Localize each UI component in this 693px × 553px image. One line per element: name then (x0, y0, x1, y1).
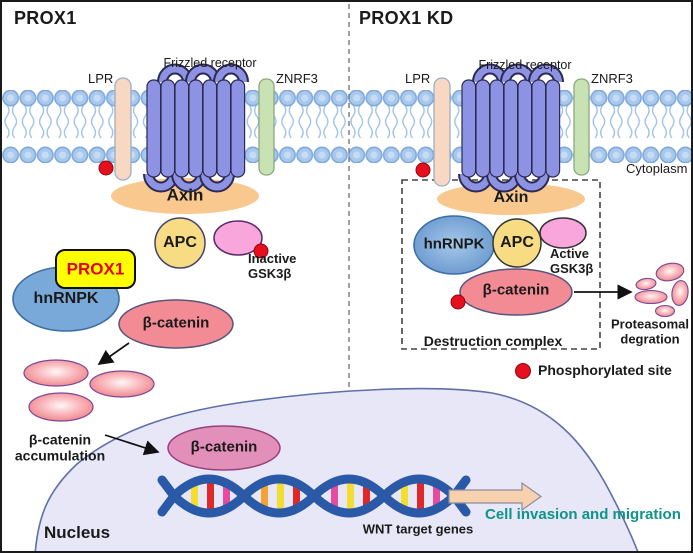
phospho-dot-b-catenin (450, 294, 466, 310)
right-panel-graphics (401, 63, 689, 379)
b-catenin-accum-1 (23, 359, 89, 387)
proteasomal-fragments (634, 262, 689, 318)
left-panel-graphics (12, 63, 281, 471)
b-catenin-right (459, 268, 573, 316)
frizzled-receptor-right (458, 63, 564, 193)
inactive-gsk3b-shape (213, 220, 263, 256)
frizzled-receptor-left (143, 63, 249, 193)
hnrnpk-right (413, 215, 495, 275)
phospho-dot-inactive-gsk3b (253, 243, 269, 259)
nuclear-entry-arrow (104, 434, 160, 456)
b-catenin-accum-3 (28, 392, 94, 422)
phospho-legend-dot (515, 363, 531, 379)
nucleus-shape (34, 387, 639, 551)
znrf3-receptor-left (258, 78, 275, 176)
lpr-receptor-right (433, 77, 451, 187)
b-catenin-nucleus (167, 425, 281, 471)
phospho-dot-right-membrane (415, 162, 431, 178)
prox1-box (55, 249, 136, 289)
outcome-arrow (448, 481, 543, 512)
znrf3-receptor-right (573, 78, 590, 176)
destruction-complex-box (401, 179, 601, 350)
apc-left (154, 217, 206, 269)
phospho-dot-left-membrane (98, 160, 114, 176)
b-catenin-accum-2 (89, 370, 155, 398)
active-gsk3b-shape (539, 217, 587, 249)
release-arrow (97, 342, 130, 365)
b-catenin-left (118, 299, 234, 349)
apc-right (492, 218, 542, 268)
lpr-receptor-left (114, 77, 132, 181)
